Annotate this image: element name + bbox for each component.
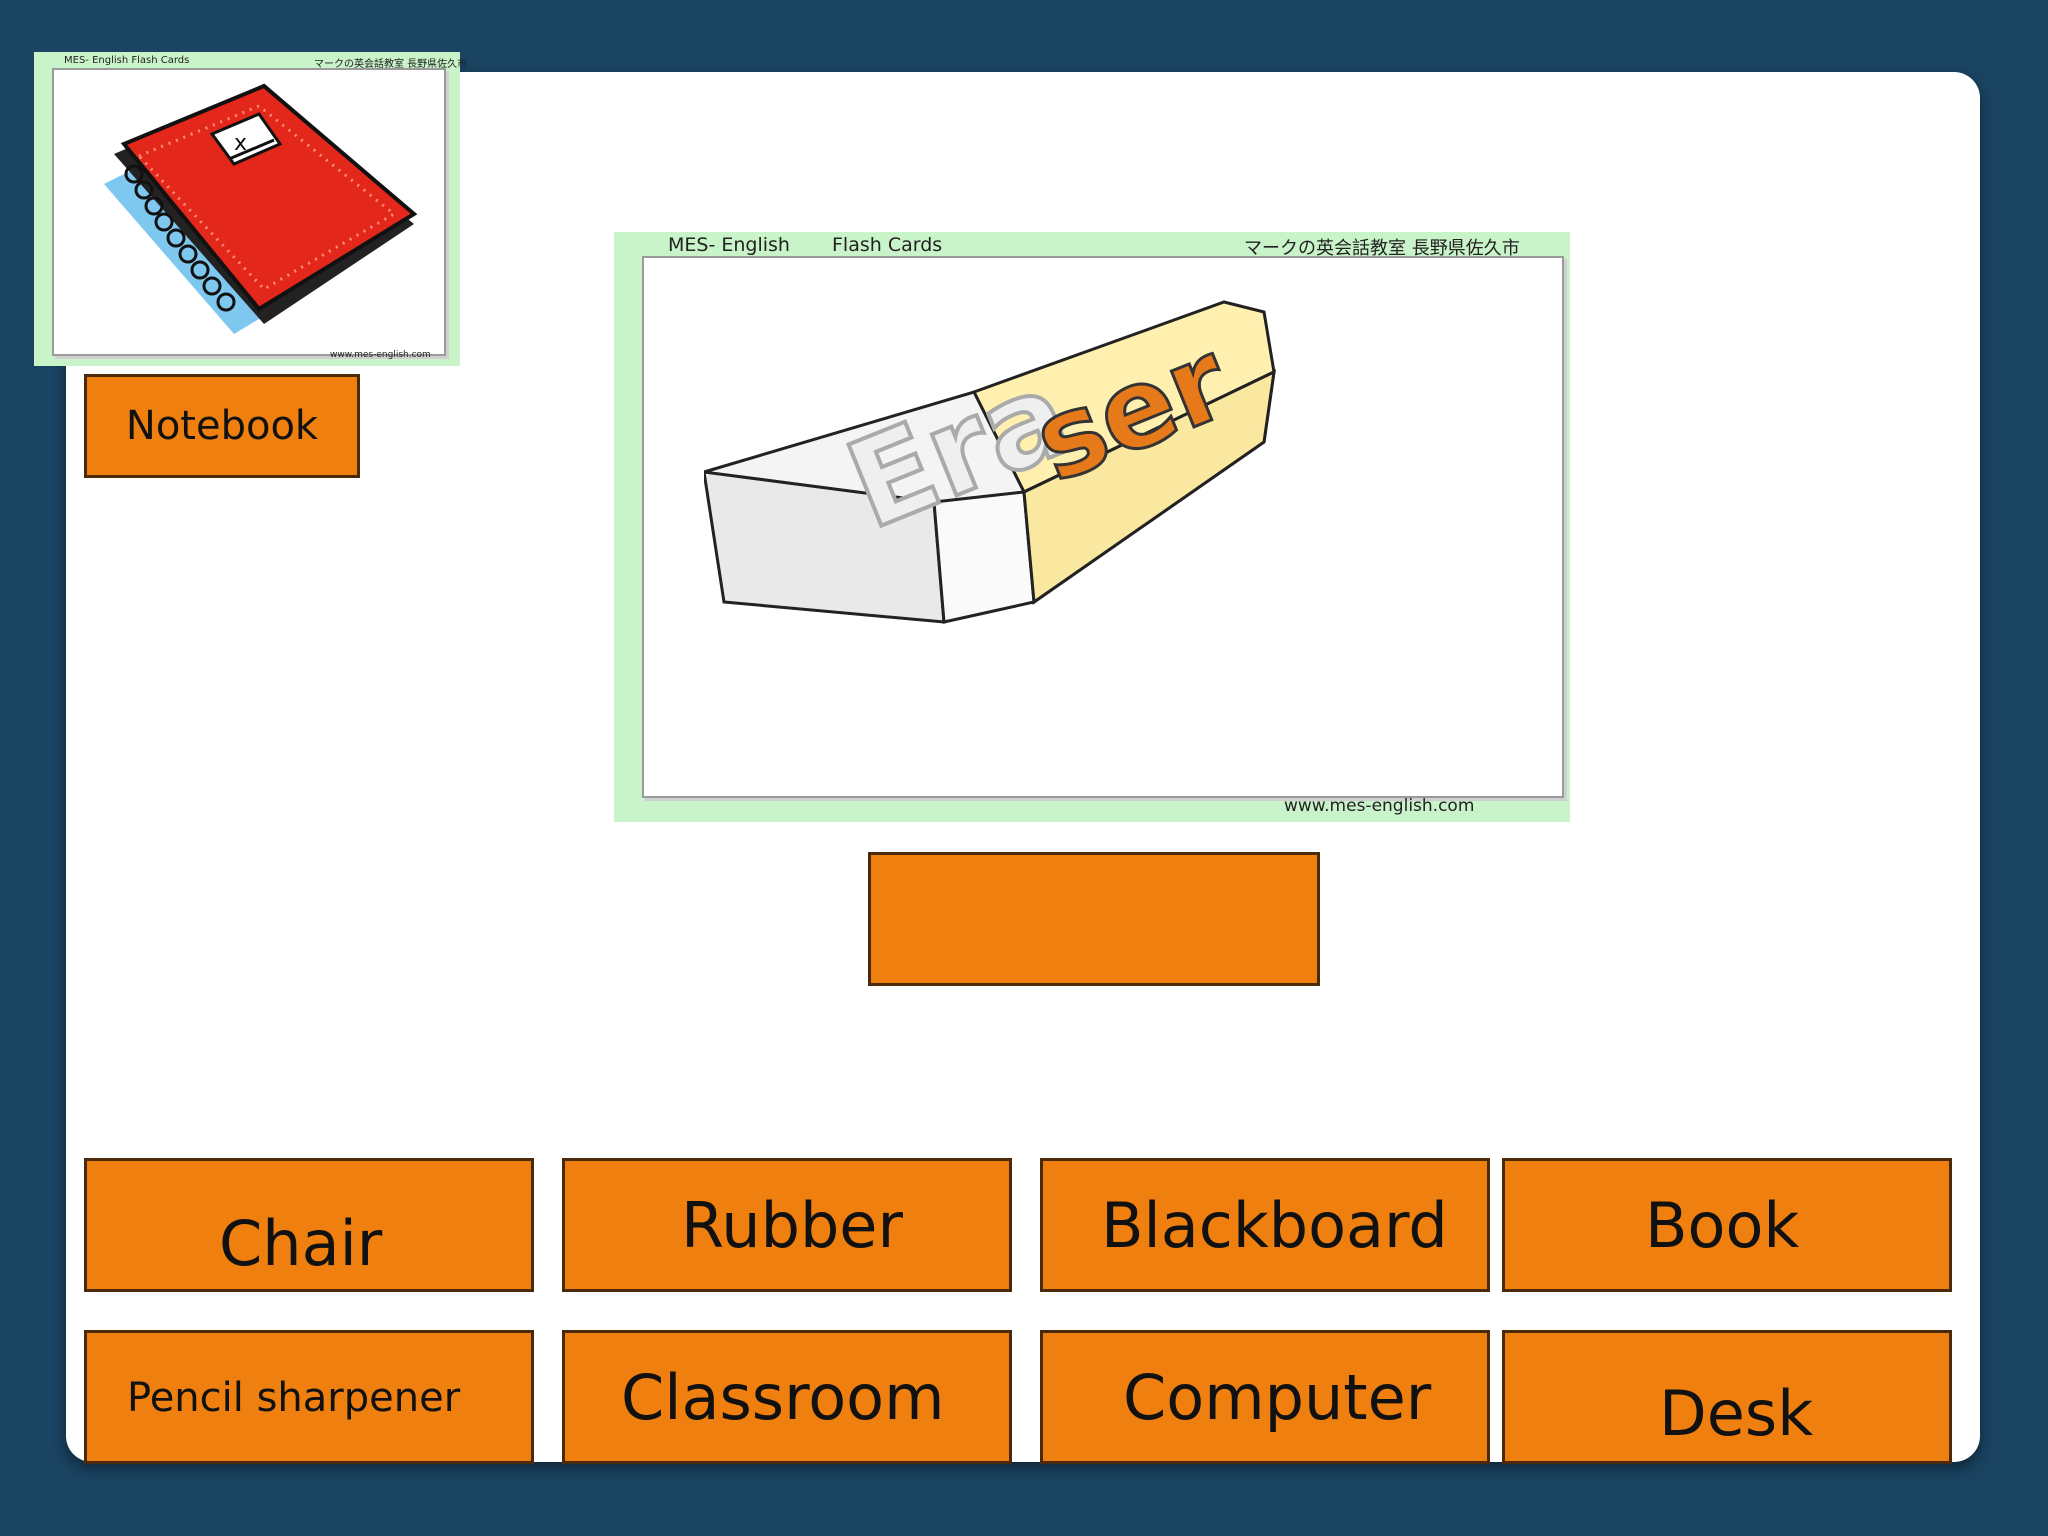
- option-label: Desk: [1659, 1377, 1814, 1450]
- option-computer-button[interactable]: Computer: [1040, 1330, 1490, 1464]
- answer-drop-box[interactable]: [868, 852, 1320, 986]
- option-label: Computer: [1123, 1361, 1432, 1434]
- option-label: Book: [1645, 1189, 1800, 1262]
- option-label: Pencil sharpener: [127, 1375, 461, 1421]
- notebook-flashcard[interactable]: MES- English Flash Cards マークの英会話教室 長野県佐久…: [34, 52, 467, 366]
- option-pencil-sharpener-button[interactable]: Pencil sharpener: [84, 1330, 534, 1464]
- option-chair-button[interactable]: Chair: [84, 1158, 534, 1292]
- main-card-footer: www.mes-english.com: [1284, 796, 1475, 816]
- option-rubber-button[interactable]: Rubber: [562, 1158, 1012, 1292]
- option-desk-button[interactable]: Desk: [1502, 1330, 1952, 1464]
- card-footer: www.mes-english.com: [330, 350, 431, 360]
- option-classroom-button[interactable]: Classroom: [562, 1330, 1012, 1464]
- main-card-header-mid: Flash Cards: [832, 234, 943, 256]
- option-label: Classroom: [621, 1361, 945, 1434]
- option-label: Rubber: [681, 1189, 903, 1262]
- eraser-illustration: Era ser: [704, 300, 1276, 624]
- notebook-label-text: Notebook: [125, 403, 319, 449]
- main-card-header-left: MES- English: [668, 234, 790, 256]
- option-book-button[interactable]: Book: [1502, 1158, 1952, 1292]
- notebook-label[interactable]: Notebook: [84, 374, 360, 478]
- eraser-flashcard[interactable]: MES- English Flash Cards マークの英会話教室 長野県佐久…: [614, 232, 1570, 822]
- option-label: Blackboard: [1101, 1189, 1448, 1262]
- card-header-right: マークの英会話教室 長野県佐久市: [314, 59, 468, 70]
- notebook-illustration: x: [104, 83, 418, 334]
- option-label: Chair: [219, 1207, 383, 1280]
- main-card-header-right: マークの英会話教室 長野県佐久市: [1244, 238, 1520, 259]
- svg-text:x: x: [234, 131, 247, 156]
- option-blackboard-button[interactable]: Blackboard: [1040, 1158, 1490, 1292]
- card-header-left: MES- English Flash Cards: [64, 55, 190, 66]
